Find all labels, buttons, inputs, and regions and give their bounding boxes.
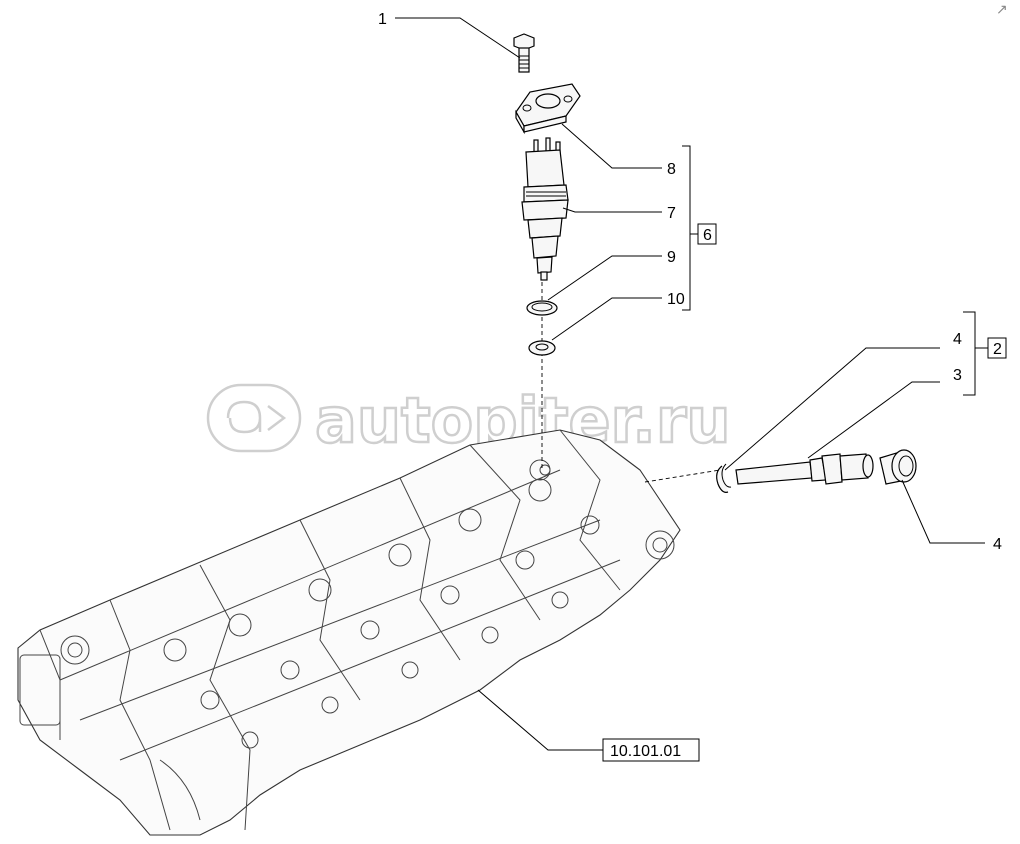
callout-4-bottom: 4	[993, 536, 1002, 553]
callout-4-top: 4	[953, 331, 962, 348]
callout-1: 1	[378, 11, 387, 28]
callout-8: 8	[667, 161, 676, 178]
o-ring-part	[526, 300, 558, 316]
callout-9: 9	[667, 249, 676, 266]
callout-2: 2	[993, 341, 1002, 358]
snap-ring-part	[716, 463, 732, 493]
pipe-axis-line	[644, 469, 721, 483]
callout-6-box	[697, 223, 717, 245]
reference-box	[602, 738, 700, 762]
callout-6: 6	[703, 227, 712, 244]
callout-10: 10	[667, 291, 685, 308]
injector-part	[521, 137, 569, 281]
reference-label: 10.101.01	[610, 743, 681, 760]
clamp-part	[515, 83, 581, 135]
delivery-pipe-part	[735, 453, 874, 485]
callout-7: 7	[667, 205, 676, 222]
callout-2-box	[987, 337, 1007, 359]
callout-3: 3	[953, 367, 962, 384]
corner-arrow-icon: ↗	[996, 1, 1008, 17]
bolt-part	[513, 33, 535, 73]
leader-lines	[395, 17, 988, 751]
callout-labels: 1 8 7 6 9 10 4 2 3 4 10.101.01	[378, 11, 1007, 762]
washer-part	[528, 340, 556, 356]
connector-part	[879, 449, 917, 485]
cylinder-head	[17, 429, 681, 836]
watermark-logo-icon	[206, 383, 302, 453]
